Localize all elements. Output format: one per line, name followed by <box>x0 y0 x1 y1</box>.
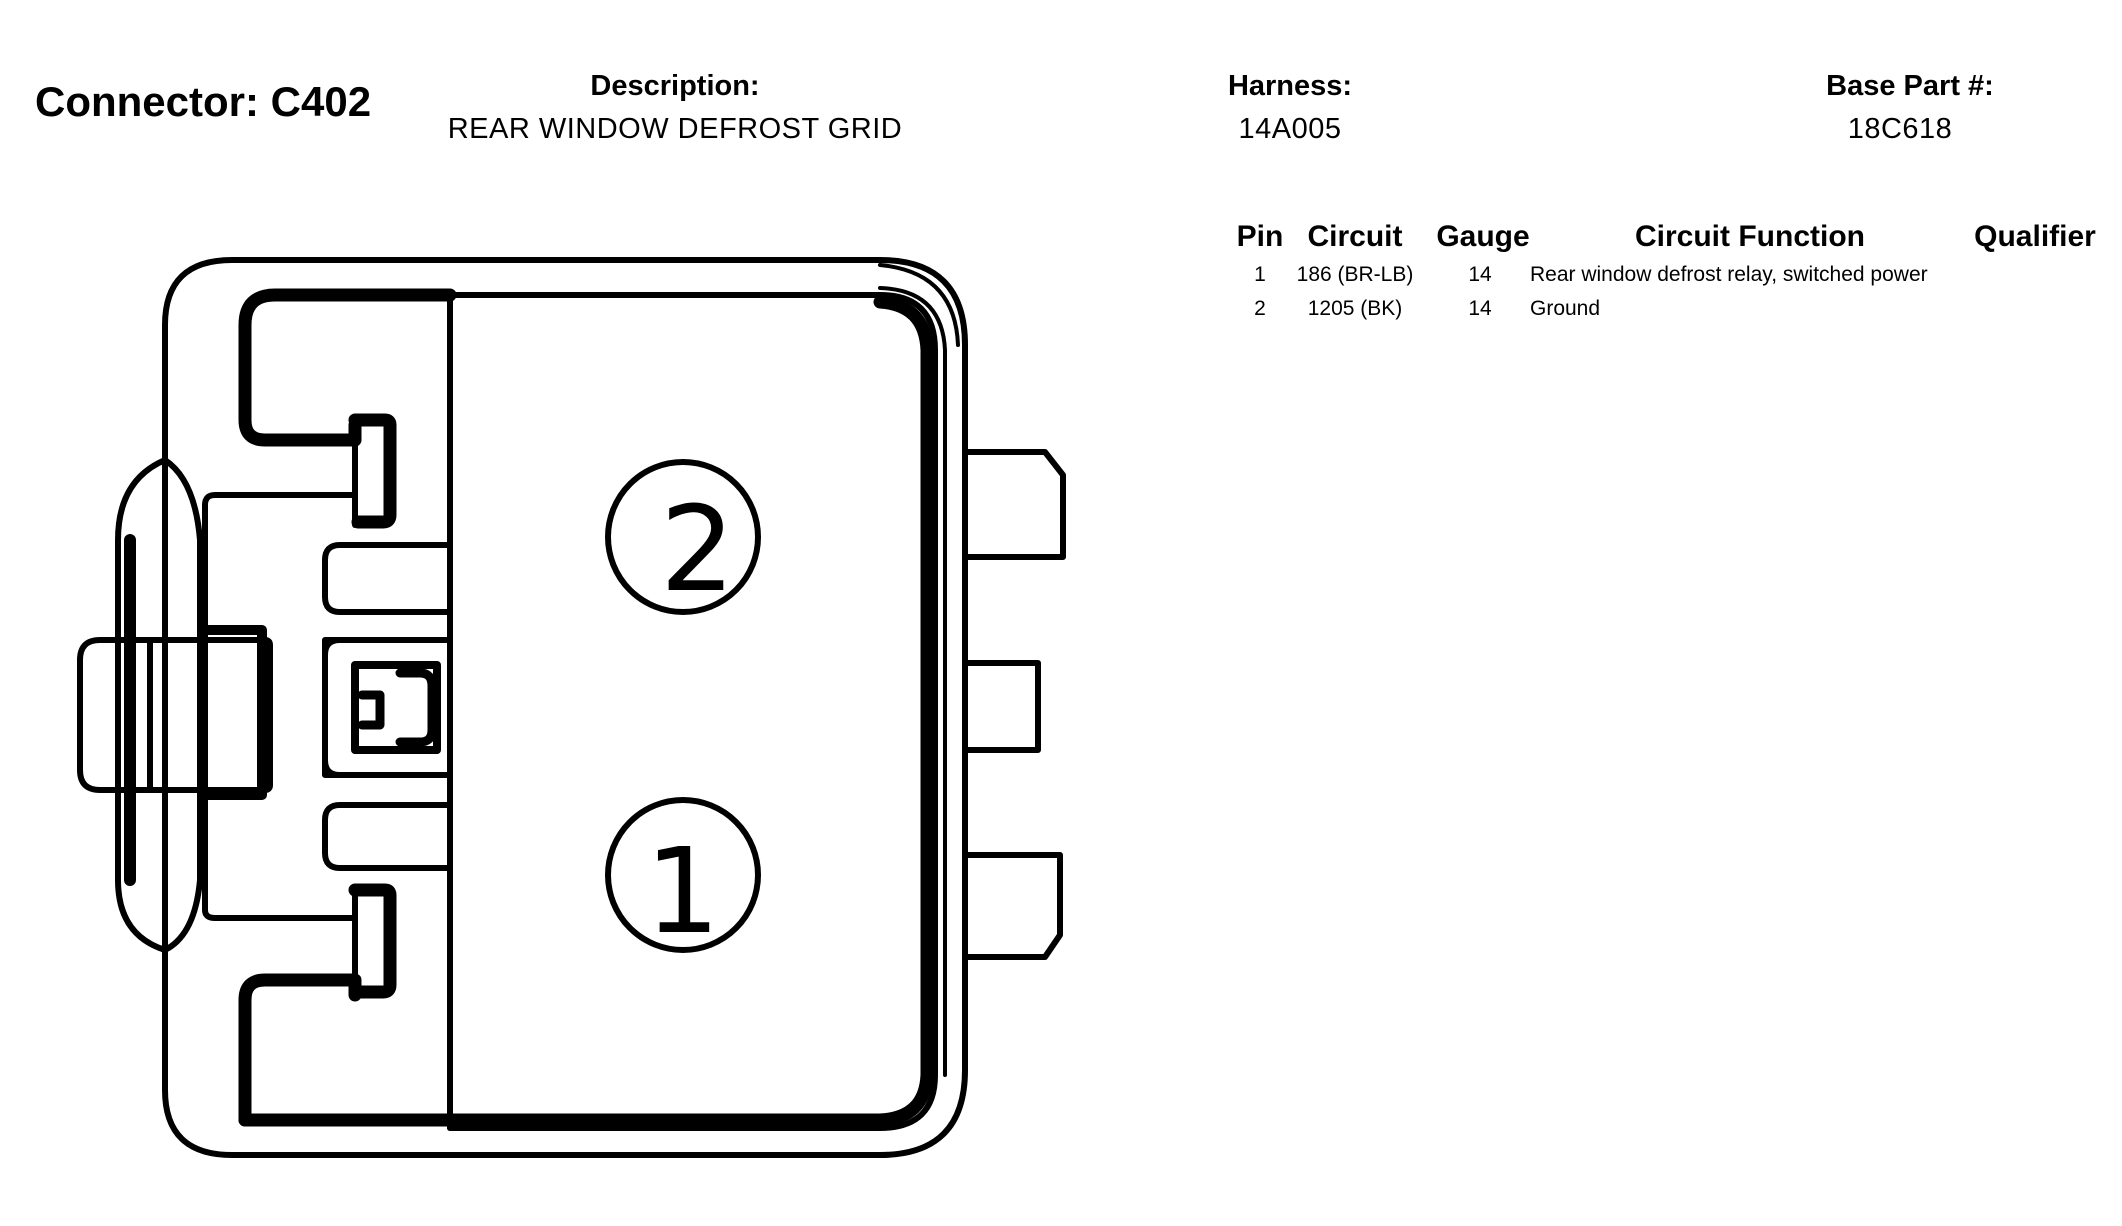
connector-outer-housing-inner-edge <box>878 263 960 347</box>
latch-chamber-top <box>238 288 457 447</box>
connector-outer-housing <box>162 257 968 1158</box>
column-header-pin: Pin <box>1236 220 1284 253</box>
connector-face-panel <box>447 292 938 1131</box>
right-tab-middle <box>962 660 1041 753</box>
description-label: Description: <box>590 70 760 102</box>
right-tab-bottom <box>962 852 1063 960</box>
keying-window-inner <box>351 661 441 754</box>
connector-face-panel-thick-edge <box>238 295 934 1127</box>
latch-chamber-bottom <box>238 973 362 1127</box>
pin-label-1: 1 <box>645 822 720 960</box>
harness-label: Harness: <box>1227 70 1353 102</box>
table-row-2-function: Ground <box>1530 297 1601 320</box>
base-part-label: Base Part #: <box>1826 70 1994 102</box>
connector-title: Connector: C402 <box>35 78 372 125</box>
table-row-1-circuit: 186 (BR-LB) <box>1296 263 1414 286</box>
column-header-gauge: Gauge <box>1436 220 1530 253</box>
pin-cavity-2 <box>605 459 761 615</box>
pin-cavity-1 <box>605 797 761 953</box>
table-row-2-circuit: 1205 (BK) <box>1307 297 1403 320</box>
side-lock-tab <box>77 637 273 793</box>
pin-label-2: 2 <box>660 480 735 618</box>
table-row-1-pin: 1 <box>1254 263 1266 286</box>
side-lock-lever <box>115 457 203 953</box>
left-channel <box>202 492 358 921</box>
table-row-1-function: Rear window defrost relay, switched powe… <box>1530 263 1928 286</box>
harness-value: 14A005 <box>1238 113 1342 145</box>
keying-window <box>322 637 453 778</box>
right-tab-top <box>962 449 1066 560</box>
column-header-circuit: Circuit <box>1307 220 1403 253</box>
connector-face-diagram: 2 1 <box>77 257 1066 1158</box>
table-row-2-pin: 2 <box>1254 297 1266 320</box>
column-header-qualifier: Qualifier <box>1974 220 2096 253</box>
description-value: REAR WINDOW DEFROST GRID <box>447 113 903 145</box>
table-row-2-gauge: 14 <box>1468 297 1492 320</box>
base-part-value: 18C618 <box>1847 113 1953 145</box>
column-header-circuit-function: Circuit Function <box>1635 220 1865 253</box>
table-row-1-gauge: 14 <box>1468 263 1492 286</box>
